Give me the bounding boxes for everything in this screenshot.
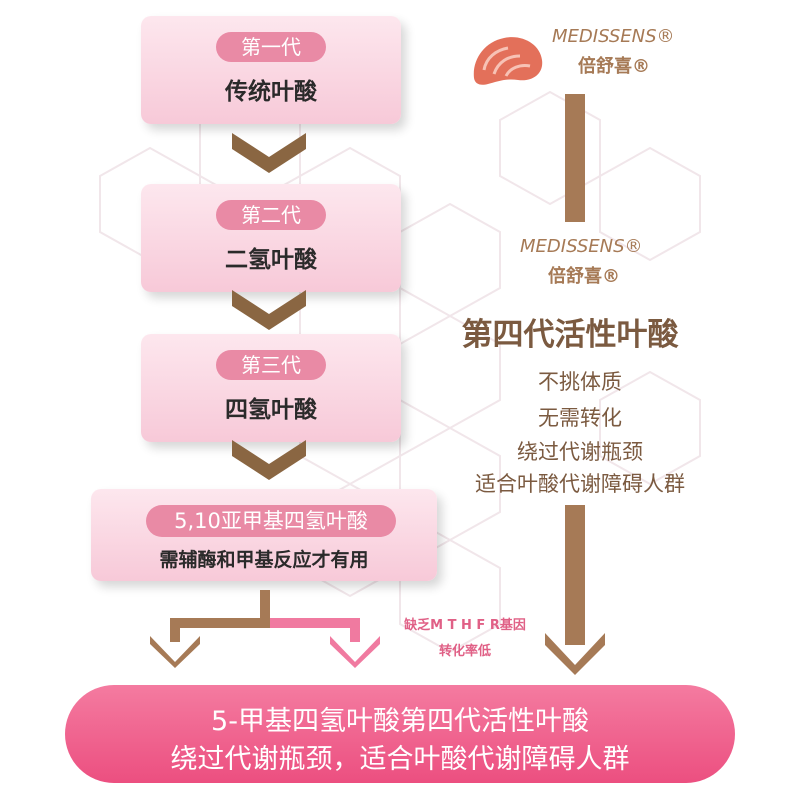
- brand-name-en-2: MEDISSENS®: [520, 236, 643, 257]
- brand-name-cn-2: 倍舒喜®: [548, 266, 620, 287]
- generation-3-tag: 第三代: [216, 350, 326, 380]
- brand-logo-icon: [473, 37, 543, 85]
- down-arrow-icon: [545, 505, 605, 675]
- generation-3-name: 四氢叶酸: [225, 397, 317, 423]
- intermediate-box: 5,10亚甲基四氢叶酸 需辅酶和甲基反应才有用: [91, 489, 437, 581]
- fourth-generation-title: 第四代活性叶酸: [461, 317, 679, 353]
- generation-3-box: 第三代 四氢叶酸: [141, 334, 401, 442]
- benefit-2: 无需转化: [538, 406, 622, 430]
- generation-1-name: 传统叶酸: [225, 79, 317, 105]
- benefit-4: 适合叶酸代谢障碍人群: [475, 472, 685, 496]
- benefit-3: 绕过代谢瓶颈: [517, 440, 643, 464]
- brand-name-cn: 倍舒喜®: [578, 56, 650, 77]
- mthfr-note-line2: 转化率低: [438, 644, 491, 659]
- brand-name-en: MEDISSENS®: [552, 26, 675, 47]
- mthfr-note-line1: 缺乏M T H F R基因: [404, 618, 526, 633]
- banner-line-2: 绕过代谢瓶颈，适合叶酸代谢障碍人群: [170, 744, 630, 775]
- chevron-down-icon: [232, 133, 306, 173]
- chevron-down-icon: [232, 290, 306, 330]
- intermediate-tag: 5,10亚甲基四氢叶酸: [146, 505, 396, 537]
- generation-2-box: 第二代 二氢叶酸: [141, 184, 401, 292]
- chevron-down-icon: [232, 440, 306, 480]
- generation-2-name: 二氢叶酸: [225, 247, 317, 273]
- banner-line-1: 5-甲基四氢叶酸第四代活性叶酸: [211, 706, 589, 737]
- intermediate-note: 需辅酶和甲基反应才有用: [159, 549, 369, 571]
- generation-2-tag: 第二代: [216, 200, 326, 230]
- generation-1-tag: 第一代: [216, 32, 326, 62]
- vertical-arrow-icon: [565, 94, 585, 222]
- split-arrow-icon: [150, 590, 380, 668]
- generation-1-box: 第一代 传统叶酸: [141, 16, 401, 124]
- benefit-1: 不挑体质: [538, 370, 622, 394]
- summary-banner: 5-甲基四氢叶酸第四代活性叶酸 绕过代谢瓶颈，适合叶酸代谢障碍人群: [65, 685, 735, 783]
